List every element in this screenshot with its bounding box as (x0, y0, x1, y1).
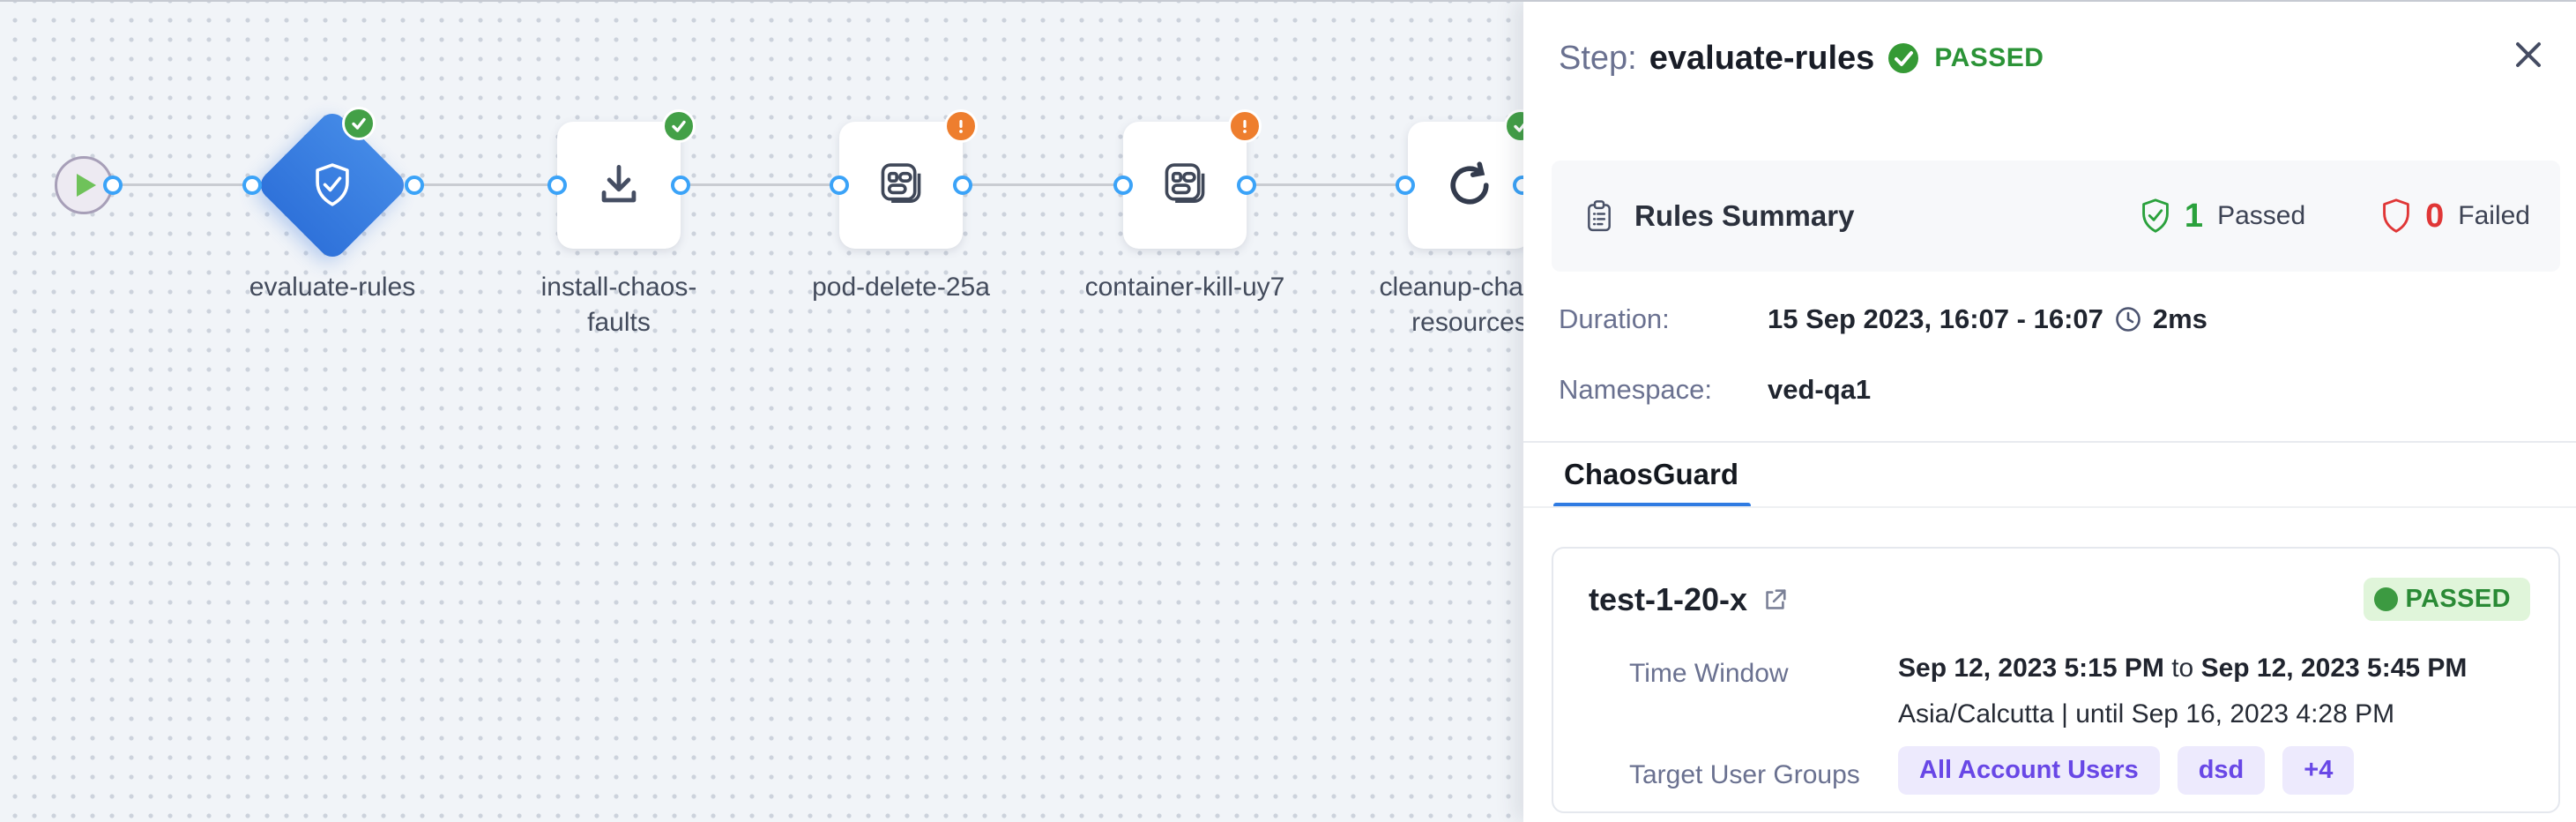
clock-icon (2114, 305, 2142, 333)
external-link-icon[interactable] (1761, 587, 1788, 613)
connector-dot[interactable] (405, 176, 424, 195)
tab-chaosguard[interactable]: ChaosGuard (1564, 458, 1739, 490)
status-badge-warning (944, 109, 978, 143)
connector-dot[interactable] (103, 176, 123, 195)
duration-ms: 2ms (2152, 303, 2207, 334)
close-icon[interactable] (2505, 32, 2551, 78)
connector-dot[interactable] (547, 176, 567, 195)
guard-status-pill: PASSED (2364, 578, 2530, 621)
active-tab-underline (1553, 503, 1751, 508)
connector-dot[interactable] (1396, 176, 1415, 195)
window-top-border (0, 0, 2576, 2)
passed-label: Passed (2217, 201, 2306, 230)
edge-install-poddelete (681, 183, 839, 186)
download-icon (593, 160, 644, 211)
shield-failed-icon (2376, 196, 2416, 236)
node-cleanup-chaos-resources[interactable] (1408, 122, 1531, 249)
failed-count: 0 (2425, 197, 2445, 235)
status-badge-check (662, 109, 696, 143)
node-pod-delete-25a[interactable] (839, 122, 963, 249)
step-details-panel: Step: evaluate-rules PASSED Rules Summar… (1523, 0, 2576, 822)
edge-start-evaluate (113, 183, 252, 186)
target-user-groups-label: Target User Groups (1629, 760, 1860, 789)
connector-dot[interactable] (242, 176, 262, 195)
user-group-pill-more[interactable]: +4 (2282, 746, 2355, 795)
step-title: evaluate-rules (1649, 39, 1875, 77)
chaos-fault-icon (875, 160, 927, 211)
connector-dot[interactable] (1113, 176, 1133, 195)
target-user-groups-row: All Account Users dsd +4 (1898, 746, 2355, 795)
status-badge-warning (1228, 109, 1262, 143)
chaos-fault-icon (1159, 160, 1210, 211)
rules-summary-title: Rules Summary (1634, 199, 1855, 232)
user-group-pill[interactable]: dsd (2177, 746, 2266, 795)
rules-passed-group: 1 Passed (2135, 196, 2305, 236)
connector-dot[interactable] (953, 176, 972, 195)
clipboard-icon (1582, 198, 1617, 234)
node-label-pod-delete-25a: pod-delete-25a (812, 273, 990, 302)
node-evaluate-rules[interactable] (255, 108, 410, 263)
retry-icon (1443, 159, 1496, 212)
failed-label: Failed (2458, 201, 2530, 230)
panel-header: Step: evaluate-rules PASSED (1559, 35, 2044, 81)
edge-poddelete-containerkill (963, 183, 1123, 186)
connector-dot[interactable] (830, 176, 849, 195)
rules-failed-group: 0 Failed (2376, 196, 2530, 236)
duration-row: Duration: 15 Sep 2023, 16:07 - 16:07 2ms (1559, 301, 2207, 338)
timezone-line: Asia/Calcutta | until Sep 16, 2023 4:28 … (1898, 699, 2395, 729)
connector-dot[interactable] (1237, 176, 1256, 195)
namespace-value: ved-qa1 (1768, 374, 1872, 405)
passed-check-icon (1887, 41, 1920, 75)
time-from: Sep 12, 2023 5:15 PM (1898, 654, 2164, 683)
guard-status-text: PASSED (2405, 585, 2511, 613)
time-window-value: Sep 12, 2023 5:15 PM to Sep 12, 2023 5:4… (1898, 654, 2467, 684)
node-label-evaluate-rules: evaluate-rules (249, 273, 416, 302)
namespace-row: Namespace: ved-qa1 (1559, 371, 1871, 408)
time-to: Sep 12, 2023 5:45 PM (2200, 654, 2468, 683)
tab-strip-border (1523, 506, 2576, 508)
rules-summary-band: Rules Summary 1 Passed 0 Failed (1552, 161, 2560, 272)
chaosguard-condition-card: test-1-20-x PASSED Time Window Sep 12, 2… (1552, 547, 2560, 813)
time-window-label: Time Window (1629, 659, 1789, 688)
duration-label: Duration: (1559, 303, 1670, 334)
shield-passed-icon (2135, 196, 2176, 236)
section-divider (1523, 441, 2576, 443)
node-container-kill-uy7[interactable] (1123, 122, 1247, 249)
time-to-word: to (2171, 654, 2194, 683)
play-icon (77, 174, 96, 197)
namespace-label: Namespace: (1559, 374, 1713, 405)
node-label-install-chaos-faults: install-chaos-faults (540, 273, 697, 337)
edge-containerkill-cleanup (1247, 183, 1405, 186)
step-status-badge: PASSED (1934, 43, 2044, 72)
passed-count: 1 (2184, 197, 2204, 235)
status-dot-icon (2374, 587, 2399, 611)
step-prefix-label: Step: (1559, 39, 1637, 77)
status-badge-check (342, 107, 376, 140)
connector-dot[interactable] (671, 176, 690, 195)
node-label-container-kill-uy7: container-kill-uy7 (1084, 273, 1285, 302)
user-group-pill[interactable]: All Account Users (1898, 746, 2160, 795)
guard-condition-name: test-1-20-x (1589, 580, 1748, 617)
duration-value: 15 Sep 2023, 16:07 - 16:07 (1768, 303, 2103, 334)
edge-evaluate-install (414, 183, 557, 186)
shield-check-icon (307, 160, 358, 211)
node-install-chaos-faults[interactable] (557, 122, 681, 249)
